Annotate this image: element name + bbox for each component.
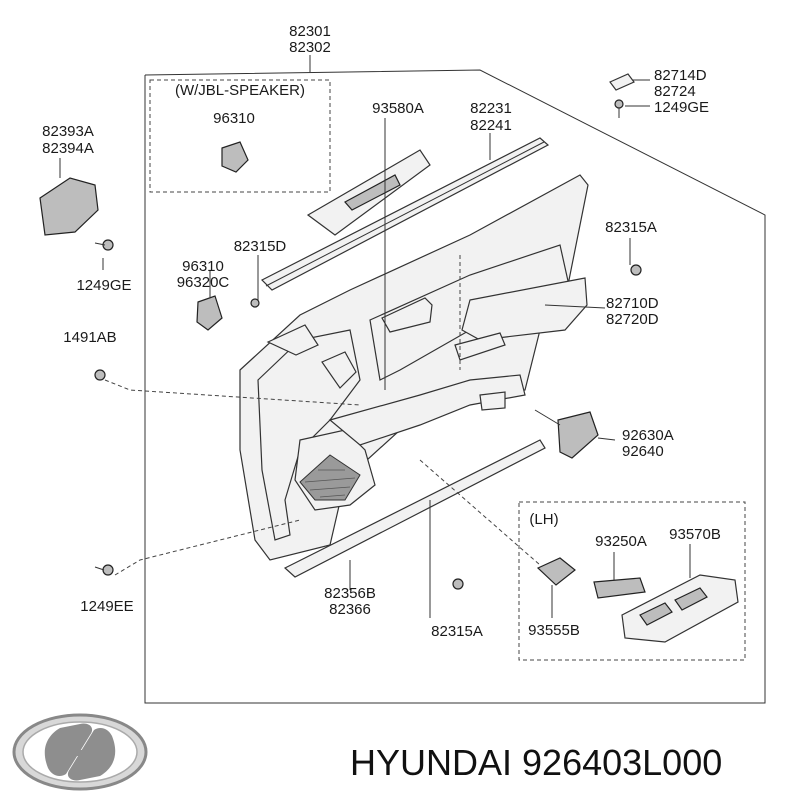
leader-lines bbox=[59, 55, 691, 618]
window-switch-part bbox=[557, 411, 599, 459]
label-bracket-2: 82394A bbox=[42, 140, 94, 157]
lh-bezel-part bbox=[536, 557, 576, 586]
label-lh-bezel: 93555B bbox=[528, 622, 580, 639]
lh-switch-small-part bbox=[593, 577, 646, 599]
label-lower-garnish-2: 82366 bbox=[329, 601, 371, 618]
assembly-frame bbox=[144, 69, 766, 704]
label-cover-cap-1: 82714D bbox=[654, 67, 707, 84]
label-window-switch-1: 92630A bbox=[622, 427, 674, 444]
label-panel-upper-1: 82710D bbox=[606, 295, 659, 312]
label-trim-assembly-2: 82302 bbox=[289, 39, 331, 56]
label-weatherstrip-2: 82241 bbox=[470, 117, 512, 134]
label-cap-screw: 1249GE bbox=[654, 99, 709, 116]
pull-handle-bracket-part bbox=[39, 177, 99, 236]
label-trim-assembly-1: 82301 bbox=[289, 23, 331, 40]
label-jbl-speaker: 96310 bbox=[213, 110, 255, 127]
label-lh-switch-small: 93250A bbox=[595, 533, 647, 550]
label-clip-upper-left: 82315D bbox=[234, 238, 287, 255]
speaker-part bbox=[196, 295, 223, 331]
label-clip-right: 82315A bbox=[605, 219, 657, 236]
fasteners bbox=[94, 99, 642, 590]
label-weatherstrip-1: 82231 bbox=[470, 100, 512, 117]
label-left-clip: 1491AB bbox=[63, 329, 116, 346]
jbl-speaker-box bbox=[149, 79, 331, 193]
label-switch-panel: 93580A bbox=[372, 100, 424, 117]
label-panel-upper-2: 82720D bbox=[606, 311, 659, 328]
label-bracket-1: 82393A bbox=[42, 123, 94, 140]
speaker-grille bbox=[299, 454, 361, 501]
lh-switch-main-part bbox=[621, 574, 739, 643]
label-lower-garnish-1: 82356B bbox=[324, 585, 376, 602]
label-lower-screw: 1249EE bbox=[80, 598, 133, 615]
label-speaker-1: 96310 bbox=[182, 258, 224, 275]
label-lh-switch-main: 93570B bbox=[669, 526, 721, 543]
lower-garnish-part bbox=[283, 439, 546, 578]
cover-cap-part bbox=[609, 73, 635, 91]
label-lh-box-title: (LH) bbox=[529, 511, 558, 528]
label-window-switch-2: 92640 bbox=[622, 443, 664, 460]
label-bracket-screw: 1249GE bbox=[76, 277, 131, 294]
label-lower-clip: 82315A bbox=[431, 623, 483, 640]
label-cover-cap-2: 82724 bbox=[654, 83, 696, 100]
brand-part-number: HYUNDAI 926403L000 bbox=[350, 742, 722, 783]
label-speaker-2: 96320C bbox=[177, 274, 230, 291]
jbl-speaker-part bbox=[221, 141, 249, 173]
hyundai-logo bbox=[12, 713, 148, 791]
lh-switch-box bbox=[518, 501, 746, 661]
label-jbl-box-title: (W/JBL-SPEAKER) bbox=[175, 82, 305, 99]
